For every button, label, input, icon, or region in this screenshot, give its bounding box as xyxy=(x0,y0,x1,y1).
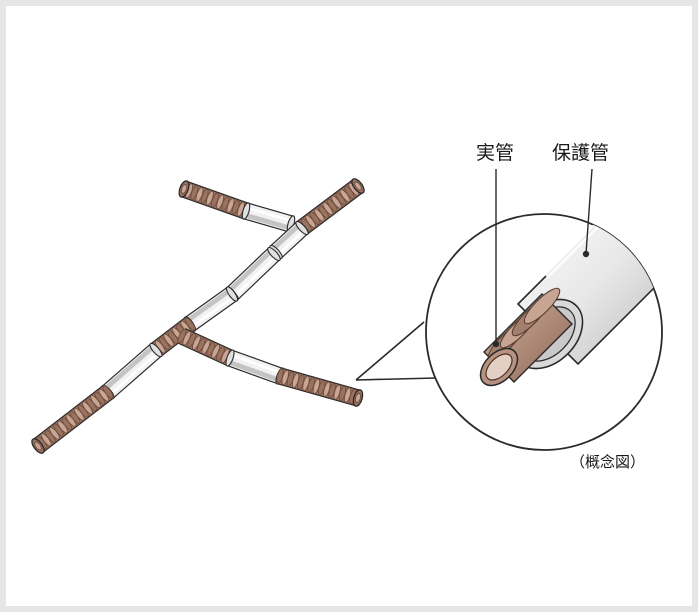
pipe-illustration xyxy=(31,168,663,454)
inner-pipe-label: 実管 xyxy=(476,142,515,164)
pipe-main-bottom-end xyxy=(31,438,45,454)
pipe-branch-ribbed-2 xyxy=(276,367,362,407)
pipe-main-top-end xyxy=(351,178,365,194)
pipe-main-top-ribbed xyxy=(296,179,364,235)
magnified-cross-section xyxy=(355,168,663,451)
sleeve-main-3 xyxy=(183,286,239,332)
sleeve-branch xyxy=(225,349,285,385)
sleeve-upper-left xyxy=(241,202,296,233)
diagram-panel: 実管 保護管 （概念図） xyxy=(6,6,692,606)
concept-diagram-caption: （概念図） xyxy=(570,453,646,471)
pipe-network xyxy=(31,178,365,454)
pipe-main-bottom-ribbed xyxy=(32,385,114,453)
protective-pipe-label: 保護管 xyxy=(552,142,610,164)
pipe-branch-end xyxy=(352,389,364,407)
pipe-branch-ribbed-1 xyxy=(177,328,235,366)
pipe-upper-left-ribbed xyxy=(180,180,250,220)
pipe-upper-left-end xyxy=(178,180,190,198)
